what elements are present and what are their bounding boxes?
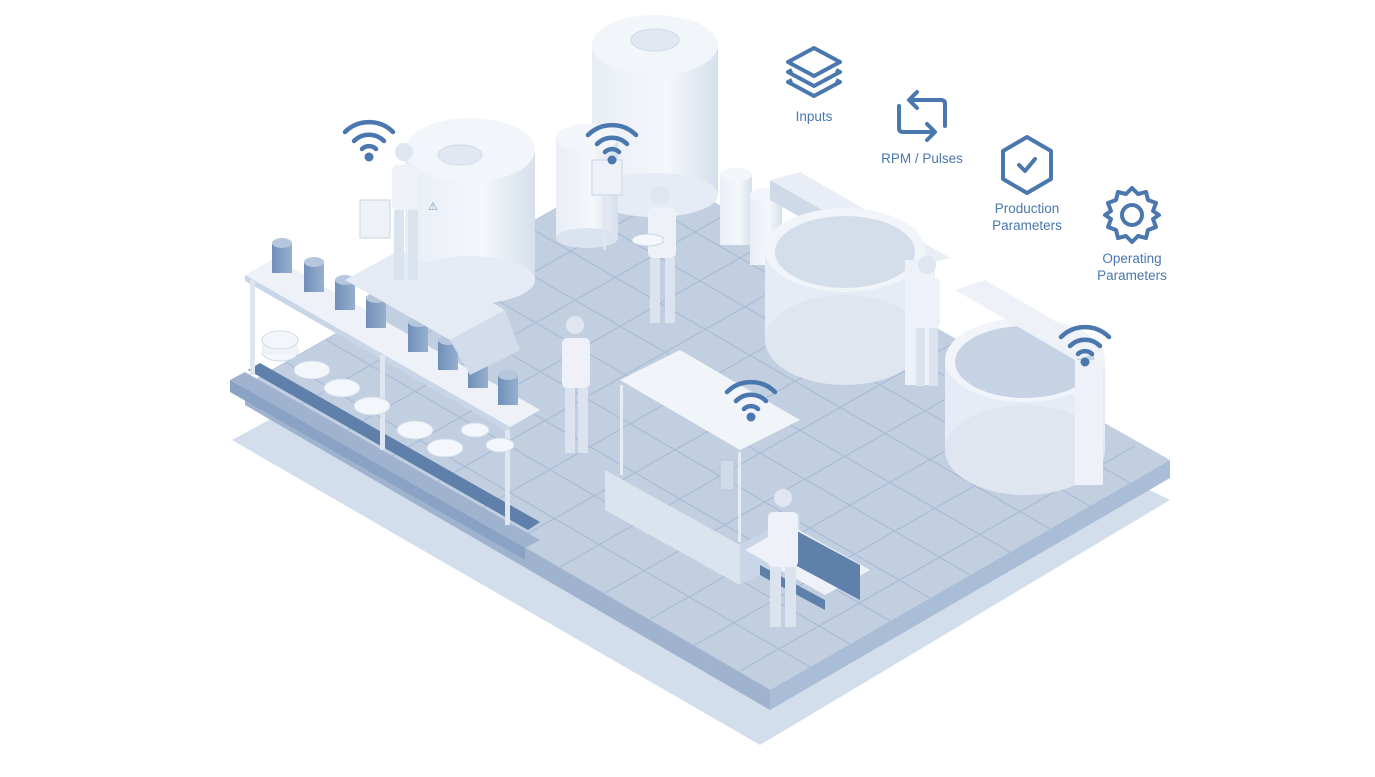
feature-rpm-pulses: RPM / Pulses xyxy=(872,86,972,167)
repeat-arrows-icon xyxy=(897,90,947,142)
wifi-icon xyxy=(342,119,396,162)
feature-label: Inputs xyxy=(795,109,833,124)
feature-inputs: Inputs xyxy=(774,44,854,125)
operator-platform xyxy=(345,199,520,375)
wifi-icon xyxy=(585,122,639,165)
wifi-icon xyxy=(1058,324,1112,367)
feature-label: RPM / Pulses xyxy=(881,151,963,166)
feature-label: Production Parameters xyxy=(992,201,1062,233)
feature-operating-parameters: Operating Parameters xyxy=(1082,184,1182,284)
wifi-icon xyxy=(724,379,778,422)
gear-icon xyxy=(1103,186,1161,244)
feature-production-parameters: Production Parameters xyxy=(977,134,1077,234)
layers-icon xyxy=(786,46,842,98)
svg-text:⚠: ⚠ xyxy=(428,200,438,213)
floor-edge-right xyxy=(770,460,1170,710)
workers xyxy=(392,143,940,627)
feature-label: Operating Parameters xyxy=(1097,251,1167,283)
hexagon-check-icon xyxy=(1001,135,1053,195)
small-tank xyxy=(556,124,623,250)
cheese-vat-1 xyxy=(765,208,935,385)
cheese-vat-2 xyxy=(945,280,1105,495)
filling-line xyxy=(230,238,540,560)
mixing-tank-left: ⚠ xyxy=(405,118,535,304)
